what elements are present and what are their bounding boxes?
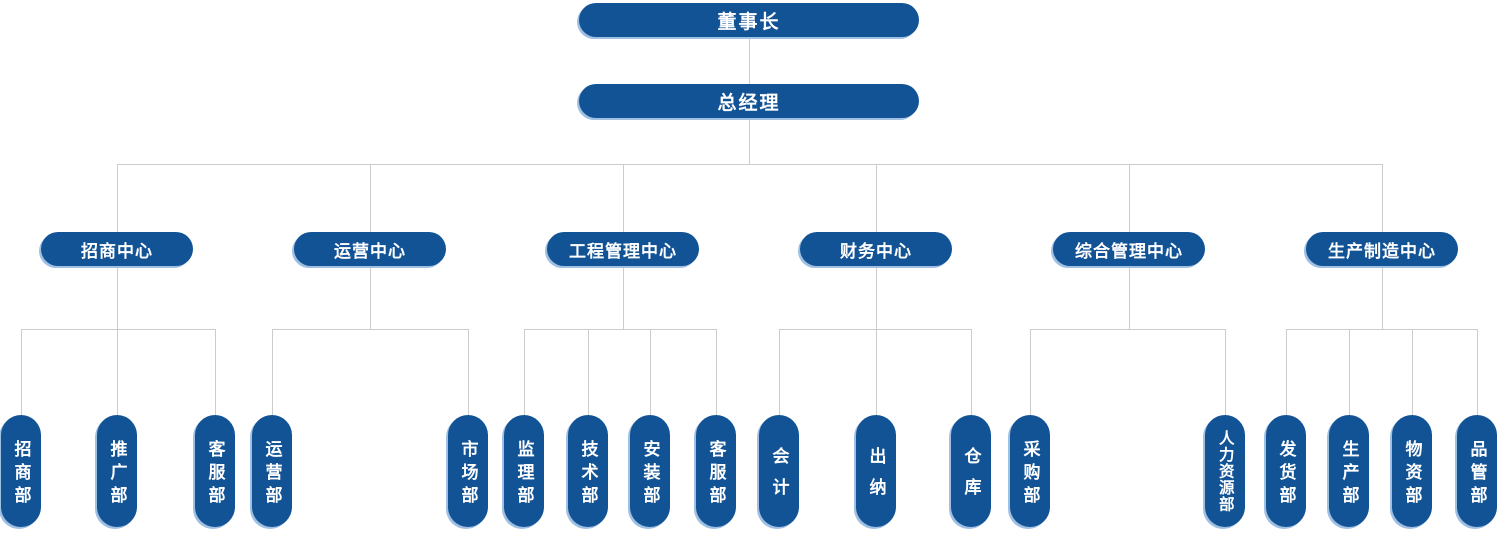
connector-line — [716, 329, 717, 415]
connector-line — [21, 329, 22, 415]
connector-line — [1286, 329, 1477, 330]
connector-line — [1477, 329, 1478, 415]
connector-line — [524, 329, 716, 330]
connector-line — [749, 37, 750, 84]
connector-line — [21, 329, 215, 330]
org-node-department-label: 市场部 — [458, 439, 478, 509]
org-node-department: 监理部 — [504, 415, 544, 527]
connector-line — [272, 329, 468, 330]
connector-line — [1349, 329, 1350, 415]
org-node-center-label: 招商中心 — [81, 241, 153, 261]
connector-line — [876, 266, 877, 329]
org-node-department: 发货部 — [1266, 415, 1306, 527]
org-node-chairman: 董事长 — [579, 3, 919, 37]
connector-line — [1030, 329, 1031, 415]
org-node-department: 运营部 — [252, 415, 292, 527]
org-node-center-label: 运营中心 — [334, 241, 406, 261]
org-node-department: 品管部 — [1457, 415, 1497, 527]
org-node-center: 综合管理中心 — [1053, 232, 1205, 266]
org-node-department: 招商部 — [1, 415, 41, 527]
org-node-department-label: 采购部 — [1020, 439, 1040, 509]
connector-line — [1412, 329, 1413, 415]
org-node-center: 运营中心 — [294, 232, 446, 266]
connector-line — [779, 329, 971, 330]
org-node-department-label: 物资部 — [1402, 439, 1422, 509]
org-node-department-label: 会计 — [769, 447, 789, 509]
connector-line — [370, 164, 371, 232]
connector-line — [876, 164, 877, 232]
connector-line — [215, 329, 216, 415]
org-node-department: 客服部 — [696, 415, 736, 527]
org-node-department: 仓库 — [951, 415, 991, 527]
org-node-department-label: 招商部 — [11, 439, 31, 509]
org-node-department-label: 推广部 — [107, 439, 127, 509]
connector-line — [1382, 164, 1383, 232]
org-node-department-label: 人力资源部 — [1216, 430, 1234, 513]
org-node-department: 客服部 — [195, 415, 235, 527]
connector-line — [623, 164, 624, 232]
org-node-department-label: 客服部 — [205, 439, 225, 509]
org-node-center: 工程管理中心 — [547, 232, 699, 266]
connector-line — [1286, 329, 1287, 415]
org-node-department-label: 仓库 — [961, 447, 981, 509]
org-node-department: 出纳 — [856, 415, 896, 527]
org-node-department-label: 品管部 — [1467, 439, 1487, 509]
connector-line — [370, 266, 371, 329]
org-node-department: 技术部 — [568, 415, 608, 527]
connector-line — [117, 329, 118, 415]
org-node-department: 推广部 — [97, 415, 137, 527]
org-node-center-label: 生产制造中心 — [1328, 241, 1436, 261]
connector-line — [468, 329, 469, 415]
org-node-department: 安装部 — [630, 415, 670, 527]
connector-line — [117, 266, 118, 329]
org-node-department-label: 监理部 — [514, 439, 534, 509]
org-node-chairman-label: 董事长 — [717, 11, 781, 33]
org-node-center: 招商中心 — [41, 232, 193, 266]
org-node-general-manager: 总经理 — [579, 84, 919, 118]
org-node-department-label: 出纳 — [866, 447, 886, 509]
org-node-department-label: 运营部 — [262, 439, 282, 509]
connector-line — [749, 118, 750, 164]
org-node-department-label: 生产部 — [1339, 439, 1359, 509]
org-node-department-label: 安装部 — [640, 439, 660, 509]
connector-line — [588, 329, 589, 415]
connector-line — [650, 329, 651, 415]
connector-line — [971, 329, 972, 415]
connector-line — [272, 329, 273, 415]
org-node-center: 生产制造中心 — [1306, 232, 1458, 266]
org-node-department-label: 技术部 — [578, 439, 598, 509]
org-node-department: 生产部 — [1329, 415, 1369, 527]
org-node-center: 财务中心 — [800, 232, 952, 266]
org-node-department: 人力资源部 — [1205, 415, 1245, 527]
connector-line — [623, 266, 624, 329]
connector-line — [1030, 329, 1225, 330]
connector-line — [117, 164, 1382, 165]
org-node-department: 市场部 — [448, 415, 488, 527]
connector-line — [117, 164, 118, 232]
org-node-center-label: 综合管理中心 — [1075, 241, 1183, 261]
connector-line — [1129, 266, 1130, 329]
org-node-department: 物资部 — [1392, 415, 1432, 527]
org-node-general-manager-label: 总经理 — [717, 92, 781, 114]
connector-line — [1225, 329, 1226, 415]
connector-line — [1382, 266, 1383, 329]
connector-line — [1129, 164, 1130, 232]
connector-line — [524, 329, 525, 415]
org-node-department: 采购部 — [1010, 415, 1050, 527]
org-node-center-label: 财务中心 — [840, 241, 912, 261]
org-node-department-label: 客服部 — [706, 439, 726, 509]
org-node-center-label: 工程管理中心 — [569, 241, 677, 261]
connector-line — [779, 329, 780, 415]
org-node-department: 会计 — [759, 415, 799, 527]
org-node-department-label: 发货部 — [1276, 439, 1296, 509]
connector-line — [876, 329, 877, 415]
